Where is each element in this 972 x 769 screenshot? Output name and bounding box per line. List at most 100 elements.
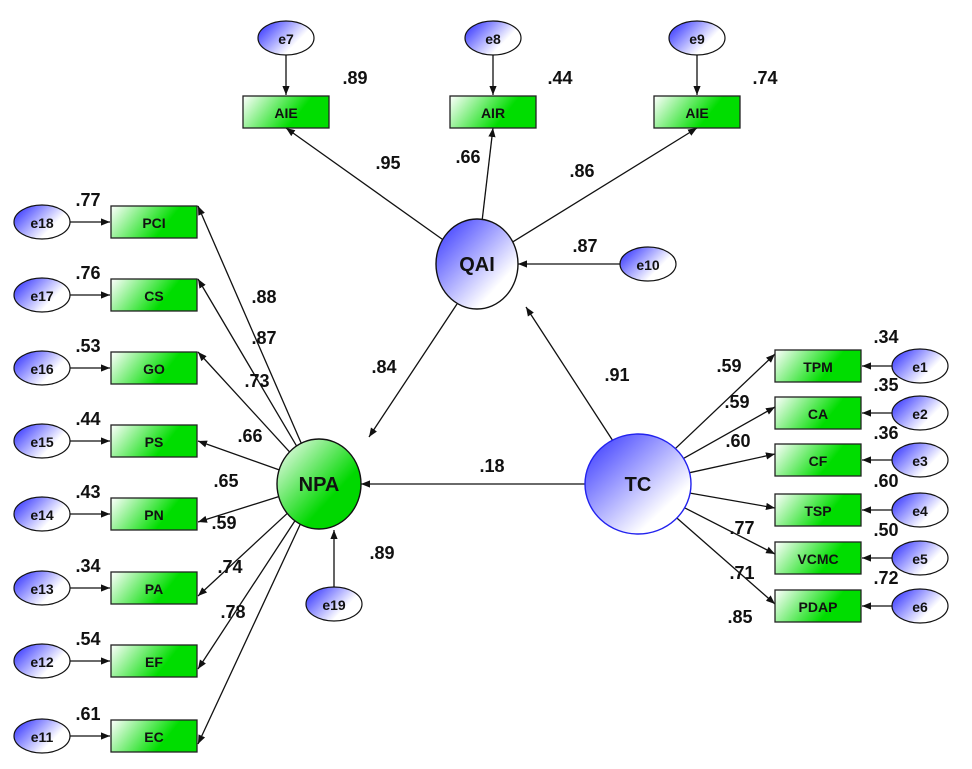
error-e11[interactable]: e11 [13, 718, 71, 754]
indicator-ca[interactable]: CA [774, 396, 862, 430]
error-e9[interactable]: e9 [668, 20, 726, 56]
error-e3[interactable]: e3 [891, 442, 949, 478]
indicator-tpm-box [774, 349, 862, 383]
structural-path-qai-npa [368, 303, 458, 438]
error-e5[interactable]: e5 [891, 540, 949, 576]
indicator-aie-1-label: AIE [274, 105, 297, 121]
edges-layer [70, 55, 892, 745]
error-e15[interactable]: e15 [13, 423, 71, 459]
indicator-go[interactable]: GO [110, 351, 198, 385]
loading-path-tc-ca [683, 406, 776, 459]
error-e19[interactable]: e19 [305, 586, 363, 622]
indicator-ef-box [110, 644, 198, 678]
indicator-ef[interactable]: EF [110, 644, 198, 678]
error-e19-ellipse [305, 586, 363, 622]
error-e19-label: e19 [322, 597, 346, 613]
r2-label: .77 [75, 190, 100, 210]
error-e6-ellipse [891, 588, 949, 624]
loading-label: .59 [724, 392, 749, 412]
loading-path-npa-ef [197, 520, 296, 670]
indicator-pn-label: PN [144, 507, 163, 523]
error-e12-ellipse [13, 643, 71, 679]
indicator-vcmc[interactable]: VCMC [774, 541, 862, 575]
error-e18[interactable]: e18 [13, 204, 71, 240]
latent-qai[interactable]: QAI [435, 218, 519, 310]
r2-label: .89 [342, 68, 367, 88]
error-e18-ellipse [13, 204, 71, 240]
indicator-vcmc-box [774, 541, 862, 575]
indicator-pci[interactable]: PCI [110, 205, 198, 239]
r2-label: .35 [873, 375, 898, 395]
error-e14[interactable]: e14 [13, 496, 71, 532]
loading-path-npa-ec [197, 523, 301, 745]
error-e6[interactable]: e6 [891, 588, 949, 624]
error-e11-label: e11 [31, 729, 54, 745]
indicator-pci-label: PCI [142, 215, 165, 231]
loading-path-tc-cf [689, 452, 776, 474]
error-e16[interactable]: e16 [13, 350, 71, 386]
indicator-ps[interactable]: PS [110, 424, 198, 458]
error-e12[interactable]: e12 [13, 643, 71, 679]
indicator-pdap[interactable]: PDAP [774, 589, 862, 623]
indicator-go-label: GO [143, 361, 165, 377]
indicator-ec[interactable]: EC [110, 719, 198, 753]
error-e17[interactable]: e17 [13, 277, 71, 313]
indicator-pa-box [110, 571, 198, 605]
r2-label: .76 [75, 263, 100, 283]
indicator-pn[interactable]: PN [110, 497, 198, 531]
loading-path-tc-tpm [674, 353, 776, 450]
latent-tc-circle [584, 433, 692, 535]
loading-label: .60 [725, 431, 750, 451]
error-e4[interactable]: e4 [891, 492, 949, 528]
error-e9-label: e9 [689, 31, 705, 47]
indicator-ec-box [110, 719, 198, 753]
structural-path-tc-qai [525, 306, 614, 442]
structural-coef-label: .84 [371, 357, 396, 377]
loading-label: .66 [237, 426, 262, 446]
indicator-tpm-label: TPM [803, 359, 833, 375]
indicator-ps-box [110, 424, 198, 458]
indicator-aie-3[interactable]: AIE [653, 95, 741, 129]
indicator-pa-label: PA [145, 581, 163, 597]
indicator-cs[interactable]: CS [110, 278, 198, 312]
error-e2-label: e2 [912, 406, 928, 422]
latent-tc[interactable]: TC [584, 433, 692, 535]
r2-label: .87 [572, 236, 597, 256]
error-e2[interactable]: e2 [891, 395, 949, 431]
error-e1[interactable]: e1 [891, 348, 949, 384]
loading-path-npa-pn [197, 496, 279, 523]
loading-label: .73 [244, 371, 269, 391]
indicator-tpm[interactable]: TPM [774, 349, 862, 383]
r2-label: .89 [369, 543, 394, 563]
indicator-aie-3-box [653, 95, 741, 129]
error-e13[interactable]: e13 [13, 570, 71, 606]
indicator-air-2-label: AIR [481, 105, 505, 121]
loading-label: .86 [569, 161, 594, 181]
error-e9-ellipse [668, 20, 726, 56]
indicator-pn-box [110, 497, 198, 531]
indicator-cf-box [774, 443, 862, 477]
error-e10[interactable]: e10 [619, 246, 677, 282]
error-e12-label: e12 [30, 654, 54, 670]
error-e11-ellipse [13, 718, 71, 754]
loading-label: .65 [213, 471, 238, 491]
loading-label: .71 [729, 563, 754, 583]
indicator-tsp-box [774, 493, 862, 527]
error-e8[interactable]: e8 [464, 20, 522, 56]
indicator-air-2[interactable]: AIR [449, 95, 537, 129]
r2-label: .36 [873, 423, 898, 443]
loading-label: .59 [716, 356, 741, 376]
indicator-pa[interactable]: PA [110, 571, 198, 605]
r2-label: .34 [873, 327, 898, 347]
loading-path-qai-aie [285, 127, 443, 241]
indicator-aie-1[interactable]: AIE [242, 95, 330, 129]
indicator-cf[interactable]: CF [774, 443, 862, 477]
error-e2-ellipse [891, 395, 949, 431]
indicator-tsp[interactable]: TSP [774, 493, 862, 527]
error-e7[interactable]: e7 [257, 20, 315, 56]
loading-path-qai-air [481, 127, 496, 220]
indicator-pdap-label: PDAP [799, 599, 838, 615]
latent-npa[interactable]: NPA [276, 438, 362, 530]
error-e5-ellipse [891, 540, 949, 576]
